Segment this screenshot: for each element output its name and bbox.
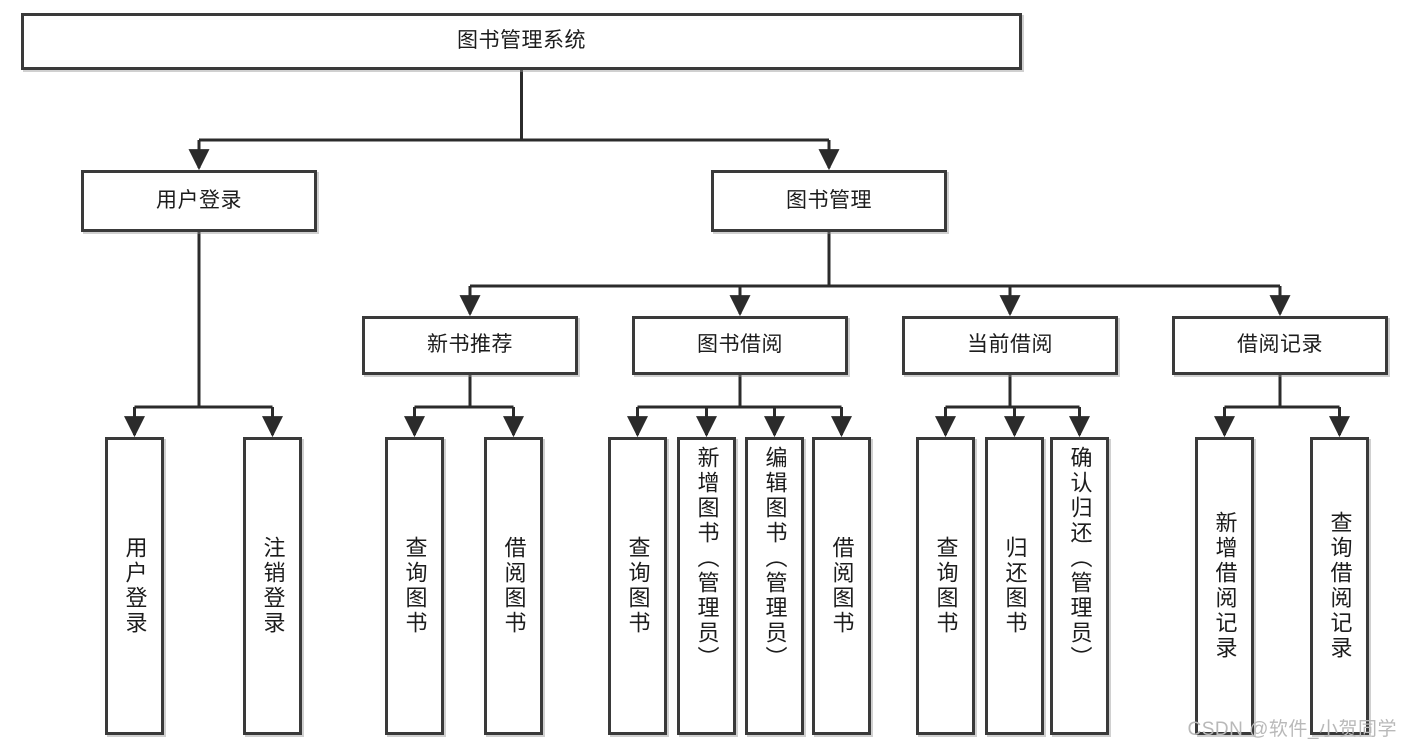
node-book-borrow[interactable]: 图书借阅 (632, 316, 848, 375)
node-leaf-query-book-1[interactable]: 查询图书 (385, 437, 444, 735)
node-leaf-borrow-book-2-label: 借阅图书 (829, 536, 855, 636)
node-leaf-edit-book-label: 编辑图书（管理员） (762, 446, 788, 671)
node-leaf-query-book-3-label: 查询图书 (933, 536, 959, 636)
node-leaf-logout-login-label: 注销登录 (260, 536, 286, 636)
node-leaf-query-borrow-record-label: 查询借阅记录 (1327, 511, 1353, 661)
node-leaf-add-book-label: 新增图书（管理员） (694, 446, 720, 671)
node-new-book-recommend-label: 新书推荐 (427, 333, 513, 357)
node-leaf-return-book[interactable]: 归还图书 (985, 437, 1044, 735)
node-borrow-record-label: 借阅记录 (1237, 333, 1323, 357)
node-leaf-logout-login[interactable]: 注销登录 (243, 437, 302, 735)
node-borrow-record[interactable]: 借阅记录 (1172, 316, 1388, 375)
node-leaf-return-book-label: 归还图书 (1002, 536, 1028, 636)
node-leaf-add-borrow-record[interactable]: 新增借阅记录 (1195, 437, 1254, 735)
node-leaf-query-book-1-label: 查询图书 (402, 536, 428, 636)
node-current-borrow[interactable]: 当前借阅 (902, 316, 1118, 375)
node-leaf-user-login-label: 用户登录 (122, 536, 148, 636)
node-current-borrow-label: 当前借阅 (967, 333, 1053, 357)
node-user-login[interactable]: 用户登录 (81, 170, 317, 232)
node-leaf-query-book-3[interactable]: 查询图书 (916, 437, 975, 735)
node-book-manage[interactable]: 图书管理 (711, 170, 947, 232)
node-root-system-label: 图书管理系统 (457, 29, 586, 53)
node-leaf-query-borrow-record[interactable]: 查询借阅记录 (1310, 437, 1369, 735)
node-root-system[interactable]: 图书管理系统 (21, 13, 1022, 70)
node-leaf-confirm-return-label: 确认归还（管理员） (1067, 446, 1093, 671)
node-leaf-borrow-book-1-label: 借阅图书 (501, 536, 527, 636)
node-leaf-add-book[interactable]: 新增图书（管理员） (677, 437, 736, 735)
node-book-borrow-label: 图书借阅 (697, 333, 783, 357)
node-leaf-query-book-2-label: 查询图书 (625, 536, 651, 636)
node-leaf-confirm-return[interactable]: 确认归还（管理员） (1050, 437, 1109, 735)
node-book-manage-label: 图书管理 (786, 188, 872, 212)
node-user-login-label: 用户登录 (156, 188, 242, 212)
node-leaf-borrow-book-1[interactable]: 借阅图书 (484, 437, 543, 735)
node-leaf-query-book-2[interactable]: 查询图书 (608, 437, 667, 735)
node-new-book-recommend[interactable]: 新书推荐 (362, 316, 578, 375)
node-leaf-borrow-book-2[interactable]: 借阅图书 (812, 437, 871, 735)
node-leaf-edit-book[interactable]: 编辑图书（管理员） (745, 437, 804, 735)
node-leaf-add-borrow-record-label: 新增借阅记录 (1212, 511, 1238, 661)
node-leaf-user-login[interactable]: 用户登录 (105, 437, 164, 735)
watermark-text: CSDN @软件_小贺同学 (1187, 719, 1397, 740)
